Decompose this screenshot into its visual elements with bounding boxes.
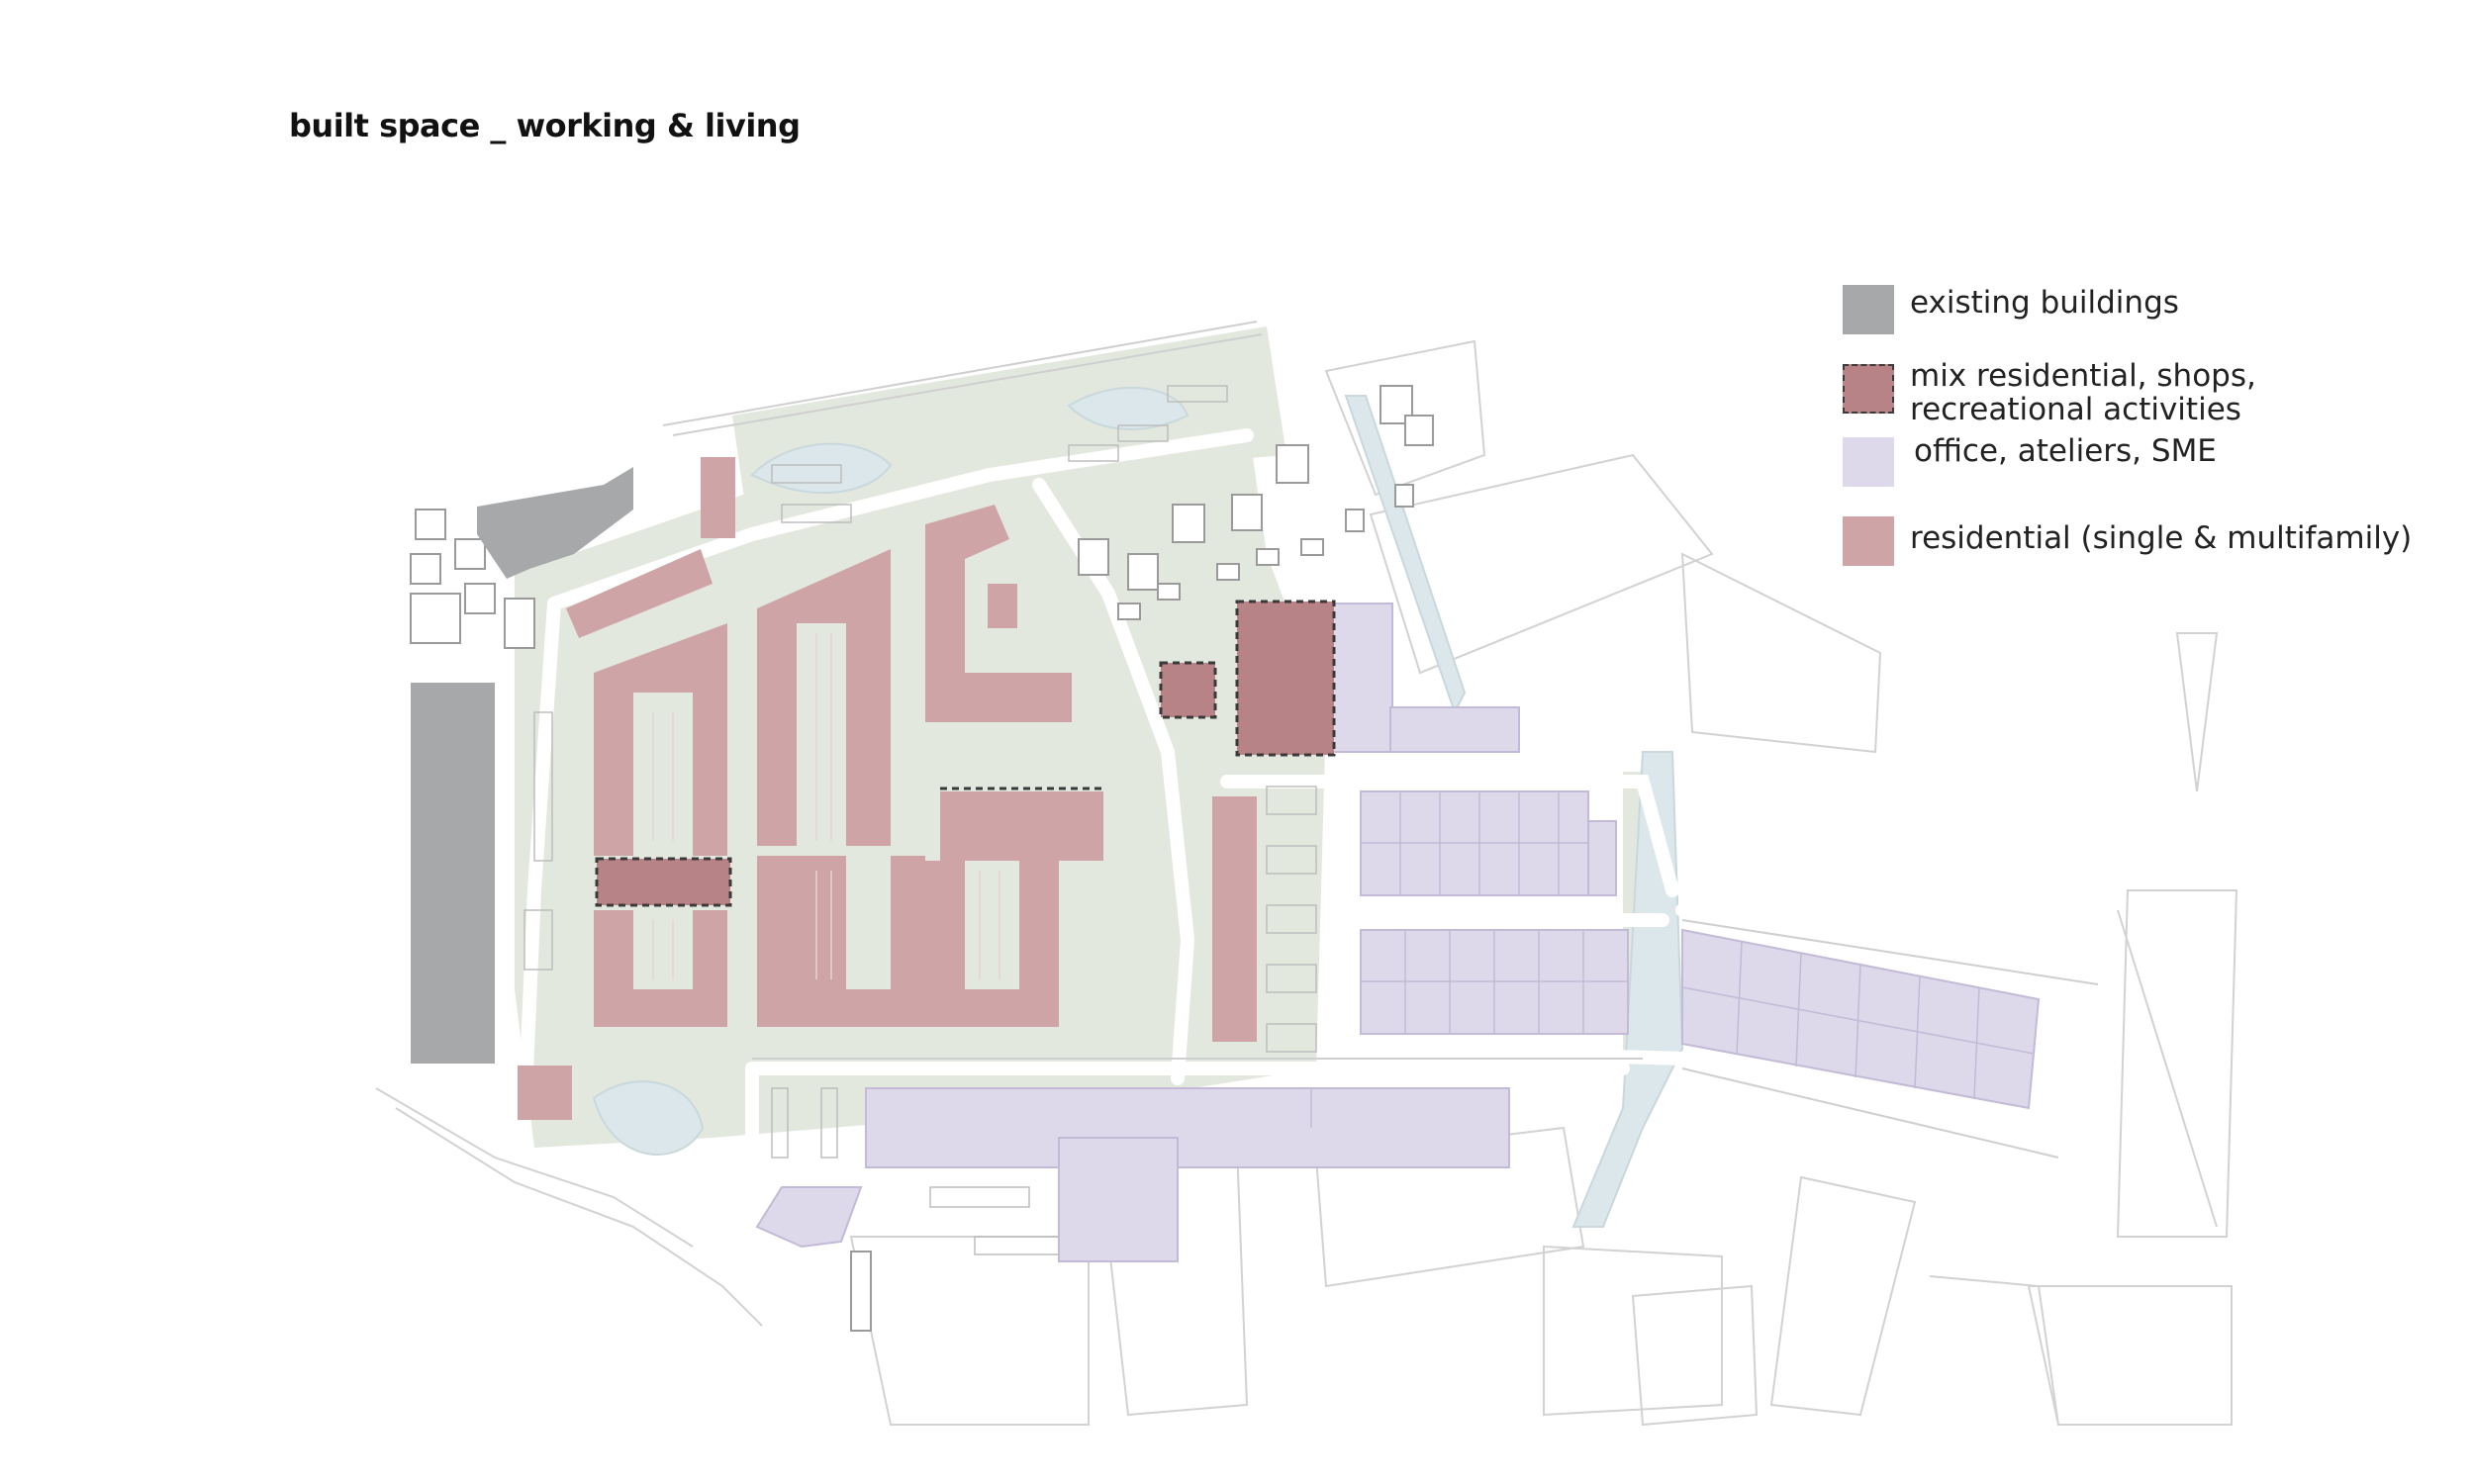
legend-label-mixed-line2: recreational activities <box>1910 392 2241 427</box>
legend-label-existing: existing buildings <box>1910 285 2179 321</box>
legend-label-residential: residential (single & multifamily) <box>1910 520 2413 556</box>
courtyard-details <box>652 633 1000 979</box>
legend-residential: residential (single & multifamily) <box>1843 512 2412 572</box>
legend-swatch-existing <box>1843 285 1894 334</box>
legend-swatch-residential <box>1843 516 1894 566</box>
office-subdivisions <box>1310 791 2035 1128</box>
map-legend: existing buildings mix residential, shop… <box>1843 285 2412 582</box>
legend-label-office: office, ateliers, SME <box>1914 433 2217 469</box>
road-edges <box>662 321 2099 1159</box>
legend-mixed-use: mix residential, shops, recreational act… <box>1843 358 2397 437</box>
legend-swatch-mixed <box>1843 364 1894 414</box>
map-title: built space _ working & living <box>289 107 801 144</box>
water-bodies <box>592 386 1684 1228</box>
legend-existing-buildings: existing buildings <box>1843 285 2397 344</box>
residential-buildings <box>518 457 1257 1120</box>
legend-label-mixed-line1: mix residential, shops, <box>1910 358 2256 394</box>
parking-rows <box>523 385 1317 1255</box>
existing-buildings <box>411 467 633 1064</box>
roads <box>518 428 2105 1244</box>
legend-swatch-office <box>1843 437 1894 487</box>
existing-house-outlines <box>410 385 1434 1332</box>
legend-office: office, ateliers, SME <box>1843 433 2397 493</box>
mixed-use-buildings <box>595 600 1336 907</box>
